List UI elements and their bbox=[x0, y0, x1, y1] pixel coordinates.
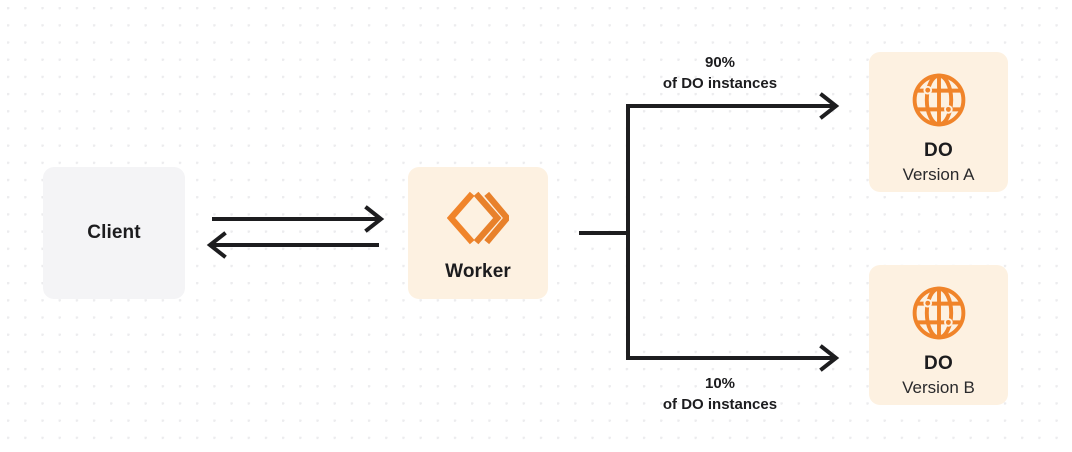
edge-label-do-b-percent: 10% bbox=[704, 375, 736, 392]
edge-label-do-b-caption: of DO instances bbox=[662, 396, 778, 414]
globe-icon bbox=[909, 70, 969, 130]
node-do-version-a: DO Version A bbox=[869, 52, 1008, 192]
node-client: Client bbox=[43, 167, 185, 299]
node-worker: Worker bbox=[408, 167, 548, 299]
arrow-worker-to-client bbox=[206, 231, 379, 259]
do-a-version-label: Version A bbox=[902, 165, 975, 184]
edge-label-do-a: 90% of DO instances bbox=[600, 52, 840, 95]
connector-split-trunk bbox=[579, 104, 630, 360]
worker-label: Worker bbox=[445, 261, 511, 282]
edge-label-do-a-percent: 90% bbox=[704, 54, 736, 71]
arrow-client-to-worker bbox=[212, 205, 385, 233]
globe-icon bbox=[909, 283, 969, 343]
arrow-worker-to-do-a bbox=[626, 92, 840, 120]
cloudflare-workers-icon bbox=[447, 189, 509, 247]
do-b-version-label: Version B bbox=[902, 378, 975, 397]
node-do-version-b: DO Version B bbox=[869, 265, 1008, 405]
edge-label-do-b: 10% of DO instances bbox=[600, 373, 840, 416]
arrow-worker-to-do-b bbox=[626, 344, 840, 372]
do-b-label: DO bbox=[924, 353, 953, 374]
edge-label-do-a-caption: of DO instances bbox=[662, 75, 778, 93]
do-a-label: DO bbox=[924, 140, 953, 161]
client-label: Client bbox=[87, 222, 141, 243]
